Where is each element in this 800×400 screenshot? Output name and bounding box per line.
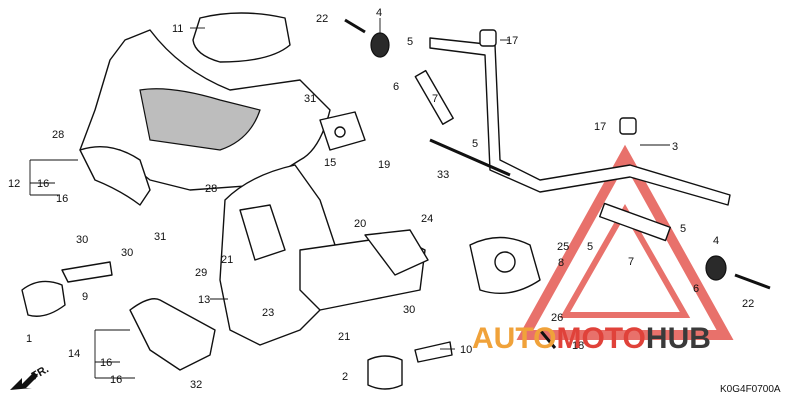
callout: 6 <box>693 283 699 295</box>
part-bracket-8 <box>299 229 429 311</box>
callout: 14 <box>68 348 80 360</box>
callout: 24 <box>421 213 433 225</box>
part-bracket-15 <box>319 111 366 151</box>
part-lamp-2 <box>367 355 403 390</box>
callout: 7 <box>432 93 438 105</box>
front-label: FR. <box>30 363 51 382</box>
callout: 13 <box>198 294 210 306</box>
part-upper-cover <box>192 12 291 63</box>
callout: 6 <box>393 81 399 93</box>
callout: 5 <box>407 36 413 48</box>
callout: 30 <box>76 234 88 246</box>
callout: 18 <box>572 340 584 352</box>
callout: 1 <box>26 333 32 345</box>
callout: 31 <box>304 93 316 105</box>
callout: 25 <box>557 241 569 253</box>
callout: 12 <box>8 178 20 190</box>
callout: 30 <box>403 304 415 316</box>
callout: 26 <box>551 312 563 324</box>
watermark-text: AUTOMOTOHUB <box>472 322 711 355</box>
callout: 8 <box>558 257 564 269</box>
callout: 16 <box>37 178 49 190</box>
brand-part-3: HUB <box>646 322 711 355</box>
callout: 21 <box>221 254 233 266</box>
part-handle-pipe-3 <box>429 37 731 206</box>
callout-labels: 1 2 3 4 4 5 5 5 5 6 6 7 7 8 9 10 11 12 1… <box>8 7 754 391</box>
part-weight-4-lower <box>705 255 727 281</box>
callout: 17 <box>506 35 518 47</box>
part-under-cover-14 <box>129 298 216 371</box>
callout: 5 <box>472 138 478 150</box>
part-switch-8 <box>469 236 541 295</box>
callout: 2 <box>342 371 348 383</box>
part-weight-4-upper <box>370 32 390 58</box>
callout: 22 <box>742 298 754 310</box>
part-shaft-7-upper <box>414 69 454 125</box>
part-cap-17-b <box>619 117 637 135</box>
part-front-cover <box>79 29 331 206</box>
callout: 7 <box>628 256 634 268</box>
callout: 4 <box>376 7 382 19</box>
callout: 16 <box>100 357 112 369</box>
diagram-code: K0G4F0700A <box>720 384 781 395</box>
callout: 5 <box>587 241 593 253</box>
brand-part-2: MOTO <box>556 322 645 355</box>
callout: 28 <box>52 129 64 141</box>
callout: 22 <box>316 13 328 25</box>
watermark-logo <box>516 144 734 340</box>
part-bolt-33 <box>429 138 511 177</box>
callout: 33 <box>437 169 449 181</box>
callout: 5 <box>680 223 686 235</box>
part-cap-17-a <box>479 29 497 47</box>
callout: 4 <box>713 235 719 247</box>
svg-text:AUTOMOTOHUB: AUTOMOTOHUB <box>472 322 711 355</box>
front-arrow-icon: FR. <box>10 363 51 390</box>
callout: 3 <box>672 141 678 153</box>
leader-lines <box>29 18 670 379</box>
callout: 30 <box>121 247 133 259</box>
callout: 10 <box>460 344 472 356</box>
callout: 17 <box>594 121 606 133</box>
callout: 32 <box>190 379 202 391</box>
part-lamp-1 <box>21 280 66 317</box>
callout: 16 <box>110 374 122 386</box>
part-bolt-22-lower <box>734 273 771 290</box>
part-bolt-18 <box>538 329 557 349</box>
callout: 31 <box>154 231 166 243</box>
brand-part-1: AUTO <box>472 322 556 355</box>
callout: 19 <box>378 159 390 171</box>
callout: 23 <box>262 307 274 319</box>
callout: 9 <box>82 291 88 303</box>
callout: 16 <box>56 193 68 205</box>
part-bracket-9 <box>61 261 113 283</box>
callout: 21 <box>338 331 350 343</box>
callout: 29 <box>195 267 207 279</box>
part-bolt-22-upper <box>344 18 366 34</box>
callout: 15 <box>324 157 336 169</box>
part-bracket-10 <box>414 341 453 363</box>
callout: 20 <box>354 218 366 230</box>
part-shaft-7-lower <box>599 202 671 242</box>
callout: 28 <box>205 183 217 195</box>
callout: 11 <box>172 23 183 35</box>
